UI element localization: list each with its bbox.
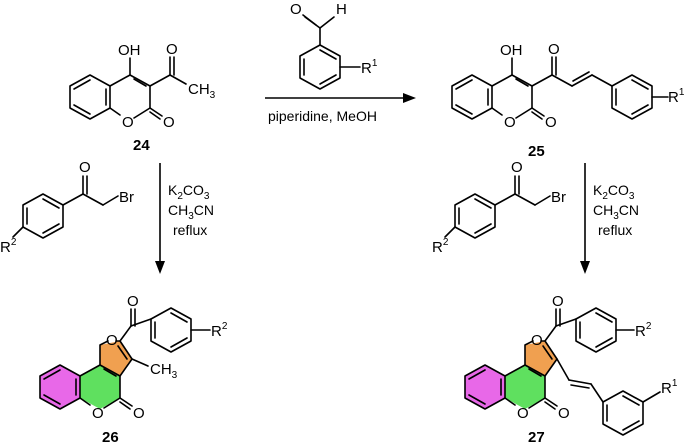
compound-24: OH O O O CH3 24	[69, 41, 216, 154]
c25-enone-o: O	[548, 41, 560, 58]
c25-carbonyl-o: O	[545, 114, 557, 131]
compound-26: O O O O CH3 R2 26	[39, 293, 228, 446]
left-reaction-arrow: K2CO3 CH3CN reflux	[155, 163, 214, 274]
aldehyde-r1: R1	[361, 58, 378, 77]
c27-r2: R2	[635, 321, 652, 340]
right-reaction-arrow: K2CO3 CH3CN reflux	[580, 163, 639, 274]
c27-carbonyl-o: O	[558, 405, 570, 422]
c27-r1: R1	[661, 378, 678, 397]
aldehyde-o: O	[290, 1, 302, 18]
left-cond-k2co3: K2CO3	[168, 182, 210, 202]
c24-ch3: CH3	[188, 81, 216, 101]
c26-benzene-highlight	[40, 365, 80, 409]
c24-acetyl-o: O	[166, 41, 178, 58]
c25-r1: R1	[668, 87, 685, 106]
c27-furan-o: O	[531, 332, 543, 349]
c25-ring-o: O	[504, 114, 516, 131]
c24-carbonyl-o: O	[163, 114, 175, 131]
left-bromide-reagent: O Br R2	[0, 159, 134, 256]
right-cond-reflux: reflux	[598, 222, 632, 238]
c26-r2: R2	[211, 321, 228, 340]
top-reaction-arrow: piperidine, MeOH	[265, 93, 416, 124]
c26-ring-o: O	[92, 405, 104, 422]
c27-benzene-highlight	[465, 365, 505, 409]
c26-ketone-o: O	[127, 293, 139, 310]
c25-label: 25	[528, 143, 545, 160]
right-bromide-br: Br	[551, 189, 566, 206]
left-bromide-o: O	[79, 159, 91, 176]
right-cond-k2co3: K2CO3	[593, 182, 635, 202]
c26-pyranone-highlight	[80, 365, 120, 409]
left-bromide-br: Br	[119, 189, 134, 206]
aldehyde-h: H	[336, 1, 347, 18]
c27-label: 27	[528, 429, 545, 446]
c24-ring-o: O	[122, 114, 134, 131]
compound-27: O O O O R2 R1 27	[464, 293, 678, 446]
c24-oh: OH	[118, 42, 141, 59]
left-cond-ch3cn: CH3CN	[168, 202, 214, 222]
c27-ketone-o: O	[552, 293, 564, 310]
c24-label: 24	[133, 137, 150, 154]
left-cond-reflux: reflux	[173, 222, 207, 238]
c26-furan-o: O	[106, 332, 118, 349]
right-cond-ch3cn: CH3CN	[593, 202, 639, 222]
c25-oh: OH	[500, 42, 523, 59]
c27-pyranone-highlight	[505, 365, 545, 409]
right-bromide-r2: R2	[432, 237, 449, 256]
left-bromide-r2: R2	[0, 237, 17, 256]
c26-ch3: CH3	[150, 361, 178, 381]
c26-furan-highlight	[100, 341, 132, 376]
top-conditions: piperidine, MeOH	[268, 108, 377, 124]
right-bromide-o: O	[511, 159, 523, 176]
right-bromide-reagent: O Br R2	[432, 159, 566, 256]
c27-ring-o: O	[517, 405, 529, 422]
compound-25: OH O O O R1 25	[451, 41, 685, 160]
c26-label: 26	[102, 429, 119, 446]
c26-carbonyl-o: O	[133, 405, 145, 422]
aldehyde-reagent: O H R1	[290, 1, 378, 90]
c27-furan-highlight	[525, 341, 557, 376]
